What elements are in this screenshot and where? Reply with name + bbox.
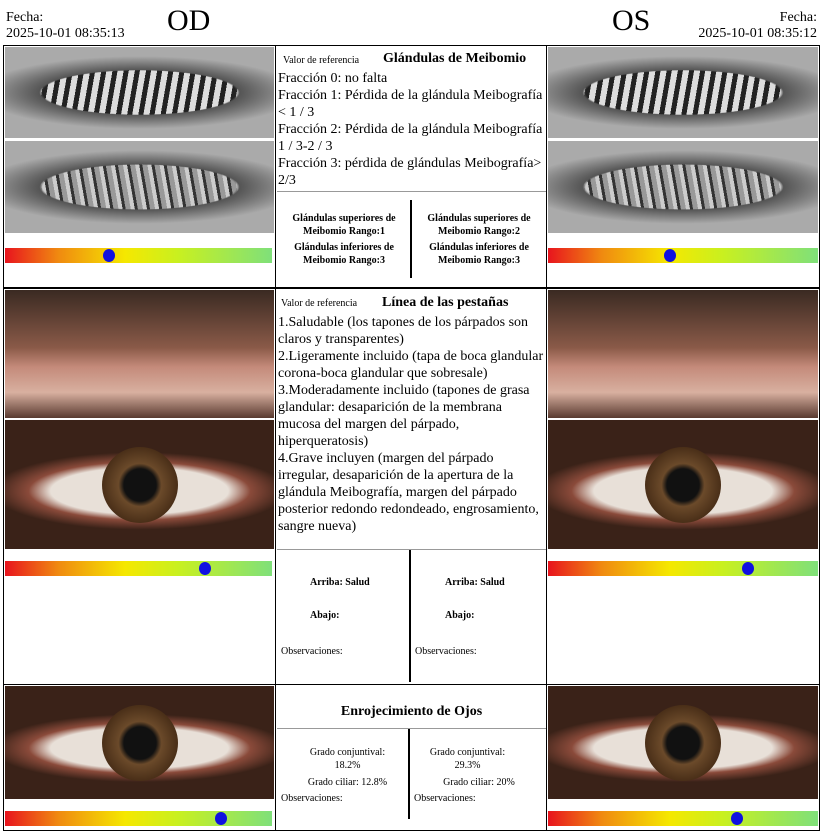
divider <box>409 550 411 682</box>
od-redness-slider[interactable] <box>5 811 272 826</box>
od-observaciones: Observaciones: <box>281 793 343 804</box>
reference-label: Valor de referencia <box>281 298 358 309</box>
slider-handle[interactable] <box>199 562 212 575</box>
os-pestanas-slider[interactable] <box>548 561 818 576</box>
os-abajo: Abajo: <box>445 610 475 621</box>
divider <box>277 549 546 550</box>
os-ciliar-grade: Grado ciliar: 20% <box>443 777 515 788</box>
os-meibomio-result: Glándulas superiores de Meibomio Rango:2… <box>427 213 531 266</box>
od-date: 2025-10-01 08:35:13 <box>6 26 125 41</box>
os-title: OS <box>612 4 651 37</box>
os-upper-eyelid-image[interactable] <box>548 290 818 418</box>
divider <box>408 729 410 819</box>
slider-handle[interactable] <box>663 249 676 262</box>
os-upper-meibography-image[interactable] <box>548 47 818 138</box>
od-arriba: Arriba: Salud <box>310 577 370 588</box>
slider-handle[interactable] <box>731 812 743 825</box>
os-date-label: Fecha: <box>779 10 817 25</box>
os-lower-eyelid-image[interactable] <box>548 420 818 549</box>
slider-handle[interactable] <box>215 812 228 825</box>
os-lower-meibography-image[interactable] <box>548 141 818 233</box>
od-meibomio-result: Glándulas superiores de Meibomio Rango:1… <box>292 213 396 266</box>
od-upper-meibography-image[interactable] <box>5 47 274 138</box>
pestanas-reference-panel <box>275 288 548 685</box>
slider-handle[interactable] <box>741 562 754 575</box>
os-arriba: Arriba: Salud <box>445 577 505 588</box>
divider <box>410 200 412 278</box>
od-lower-eyelid-image[interactable] <box>5 420 274 549</box>
od-title: OD <box>167 4 211 37</box>
os-date: 2025-10-01 08:35:12 <box>698 26 817 41</box>
od-meibomio-slider[interactable] <box>5 248 272 263</box>
section-title: Línea de las pestañas <box>382 295 509 310</box>
od-upper-eyelid-image[interactable] <box>5 290 274 418</box>
section-title: Glándulas de Meibomio <box>383 51 527 66</box>
od-observaciones: Observaciones: <box>281 646 343 657</box>
od-redness-image[interactable] <box>5 686 274 799</box>
os-conjuntival-grade: Grado conjuntival: 29.3% <box>429 747 506 771</box>
od-date-label: Fecha: <box>6 10 44 25</box>
divider <box>277 728 546 729</box>
reference-text: 1.Saludable (los tapones de los párpados… <box>278 315 544 534</box>
os-meibomio-slider[interactable] <box>548 248 818 263</box>
od-pestanas-slider[interactable] <box>5 561 272 576</box>
os-observaciones: Observaciones: <box>414 793 476 804</box>
od-conjuntival-grade: Grado conjuntival: 18.2% <box>309 747 386 771</box>
os-redness-slider[interactable] <box>548 811 818 826</box>
section-title: Enrojecimiento de Ojos <box>340 704 483 719</box>
slider-handle[interactable] <box>103 249 116 262</box>
reference-label: Valor de referencia <box>283 55 360 66</box>
os-observaciones: Observaciones: <box>415 646 477 657</box>
od-abajo: Abajo: <box>310 610 340 621</box>
divider <box>277 191 546 192</box>
enrojecimiento-panel <box>275 684 548 831</box>
os-redness-image[interactable] <box>548 686 818 799</box>
meibomio-reference-panel <box>275 45 548 288</box>
od-lower-meibography-image[interactable] <box>5 141 274 233</box>
od-ciliar-grade: Grado ciliar: 12.8% <box>307 777 388 788</box>
